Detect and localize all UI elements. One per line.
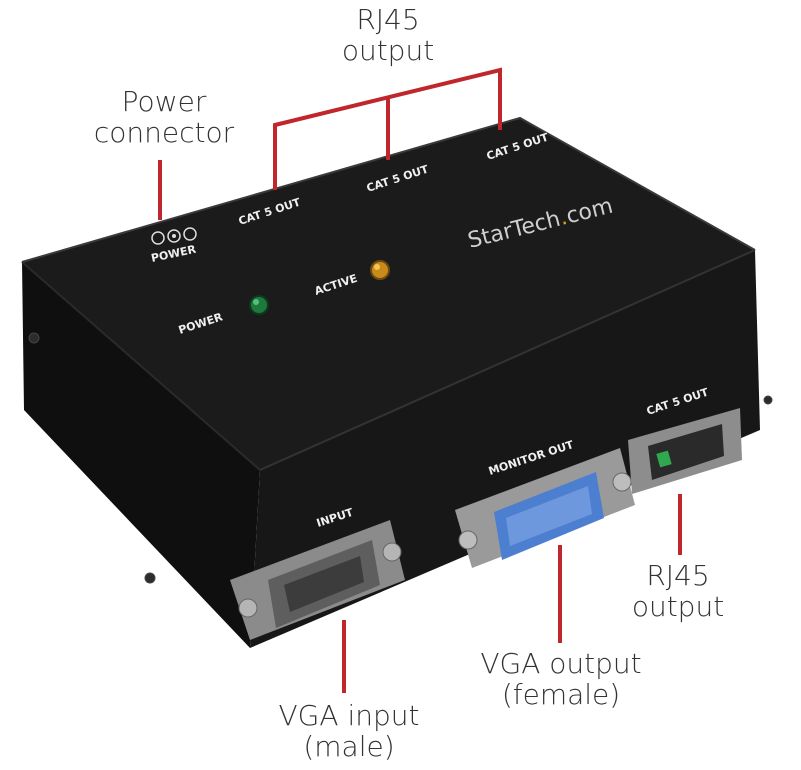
callout-vga-output: VGA output (female) <box>466 648 656 710</box>
callout-rj45-top-line2: output <box>341 34 435 67</box>
front-edge-highlight <box>259 249 756 471</box>
power-led-glint <box>253 299 259 305</box>
power-led <box>249 295 269 315</box>
rj45-port <box>628 408 742 494</box>
device-top-face <box>22 118 755 470</box>
callout-vga-input: VGA input (male) <box>264 700 434 762</box>
callout-vga-output-line1: VGA output <box>480 647 642 680</box>
callout-rj45-top: RJ45 output <box>338 4 438 66</box>
callout-vga-output-line2: (female) <box>501 678 621 711</box>
vga-male-connector <box>230 520 405 640</box>
side-screw <box>144 572 156 584</box>
callout-power-connector: Power connector <box>84 86 244 148</box>
callout-rj45-top-line1: RJ45 <box>356 3 420 36</box>
active-led-glint <box>374 264 380 270</box>
callout-rj45-side-line2: output <box>631 590 725 623</box>
power-jack-icon <box>151 227 197 245</box>
callout-power-line1: Power <box>121 85 207 118</box>
callout-rj45-side-line1: RJ45 <box>646 559 710 592</box>
active-led <box>370 260 390 280</box>
top-edge-highlight <box>21 116 756 263</box>
left-edge-highlight <box>21 261 261 471</box>
callout-vga-input-line1: VGA input <box>278 699 420 732</box>
callout-vga-input-line2: (male) <box>303 730 395 763</box>
vga-female-connector <box>455 448 635 568</box>
side-screw <box>28 332 40 344</box>
callout-power-line2: connector <box>93 116 235 149</box>
side-screw <box>763 395 773 405</box>
device-left-face <box>22 262 260 648</box>
callout-rj45-side: RJ45 output <box>618 560 738 622</box>
